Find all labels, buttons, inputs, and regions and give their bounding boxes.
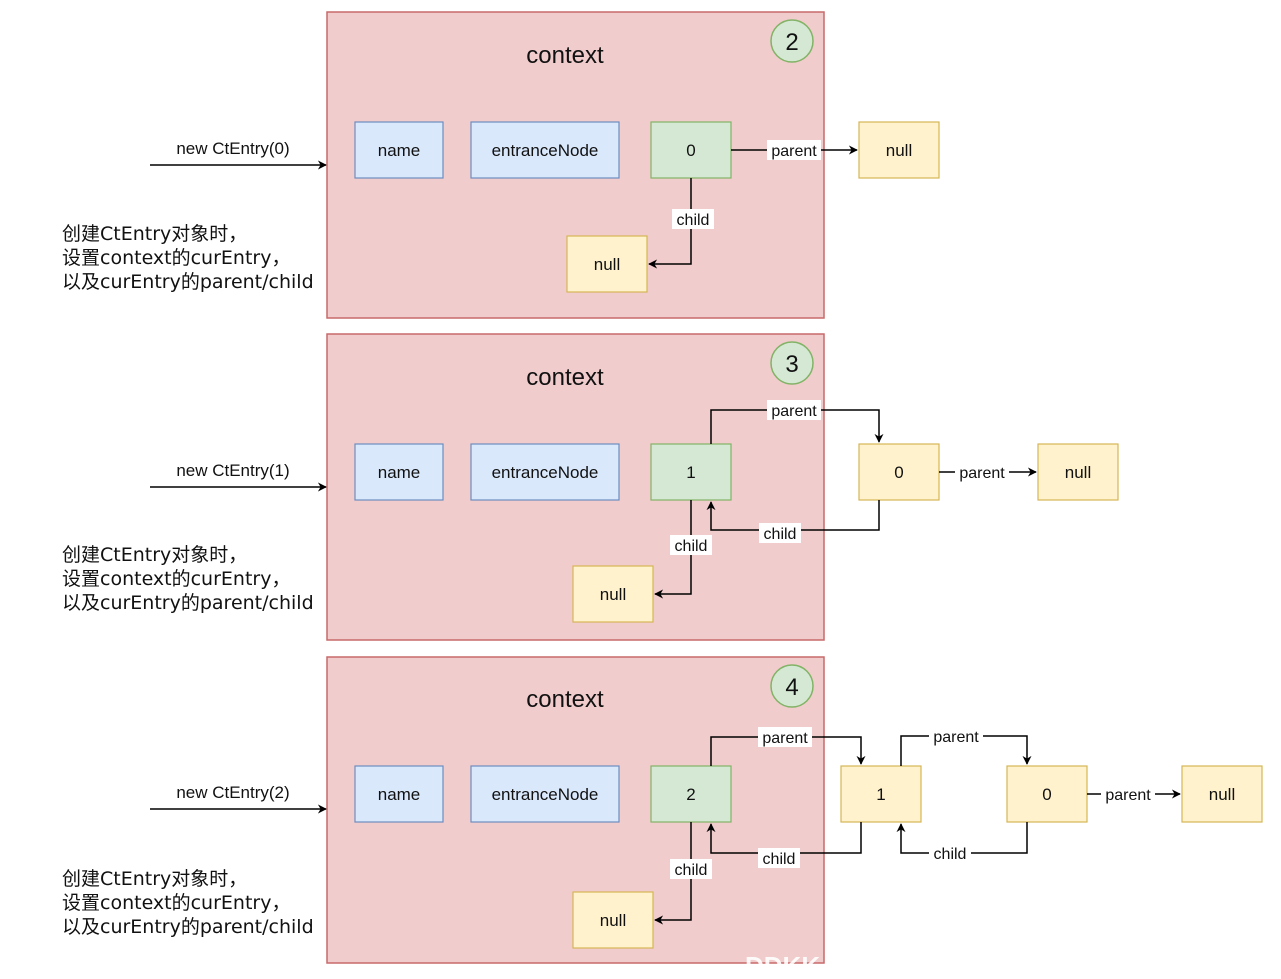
- watermark: DDKK: [745, 951, 820, 979]
- step-number: 2: [785, 29, 798, 56]
- parent-null-box: [1181, 765, 1263, 823]
- constructor-call-label: new CtEntry(1): [176, 461, 289, 480]
- panel-step-2: context 2 new CtEntry(0) 创建CtEntry对象时， 设…: [62, 11, 940, 319]
- name-box: [354, 443, 444, 501]
- panel-step-4: context 4 new CtEntry(2) 创建CtEntry对象时， 设…: [62, 656, 1263, 964]
- child-null-label: null: [594, 255, 620, 274]
- child-null-label: null: [600, 585, 626, 604]
- constructor-call-label: new CtEntry(0): [176, 139, 289, 158]
- step-number: 3: [785, 351, 798, 378]
- cur-entry-box: [650, 121, 732, 179]
- child-edge-label-bg: [670, 859, 712, 879]
- note-line-3: 以及curEntry的parent/child: [62, 271, 314, 293]
- outer-parent-edge-label-bg: [955, 462, 1009, 482]
- last-parent-edge-label-bg: [1101, 784, 1155, 804]
- child-null-box: [566, 235, 648, 293]
- parent-edge-label: parent: [762, 730, 808, 747]
- cur-entry-label: 2: [686, 785, 695, 804]
- context-title: context: [526, 686, 604, 713]
- name-box-label: name: [378, 141, 421, 160]
- back-child-edge-label: child: [763, 851, 796, 868]
- note-line-2: 设置context的curEntry，: [62, 568, 290, 590]
- parent-entry-label: 0: [894, 463, 903, 482]
- note-line-1: 创建CtEntry对象时，: [62, 223, 247, 245]
- child-edge: [648, 178, 692, 269]
- child-null-box: [572, 891, 654, 949]
- note-line-2: 设置context的curEntry，: [62, 892, 290, 914]
- cur-entry-box: [650, 443, 732, 501]
- child-edge: [654, 500, 692, 599]
- child-edge-label: child: [675, 538, 708, 555]
- step-badge: [770, 19, 814, 63]
- name-box-label: name: [378, 463, 421, 482]
- step-number: 4: [785, 674, 798, 701]
- grandparent-entry-box: [1006, 765, 1088, 823]
- parent-edge-label: parent: [771, 143, 817, 160]
- name-box: [354, 121, 444, 179]
- parent-entry-box: [840, 765, 922, 823]
- entrance-node-label: entranceNode: [492, 463, 599, 482]
- parent-null-box: [1037, 443, 1119, 501]
- child-edge-label-bg: [672, 209, 714, 229]
- child-null-label: null: [600, 911, 626, 930]
- parent-edge-label-bg: [758, 727, 812, 747]
- parent-null-label: null: [886, 141, 912, 160]
- cur-entry-label: 1: [686, 463, 695, 482]
- parent-entry-box: [858, 443, 940, 501]
- note-line-2: 设置context的curEntry，: [62, 247, 290, 269]
- entrance-node-label: entranceNode: [492, 785, 599, 804]
- note-line-3: 以及curEntry的parent/child: [62, 592, 314, 614]
- grandparent-entry-label: 0: [1042, 785, 1051, 804]
- entrance-node-box: [470, 121, 620, 179]
- constructor-call-label: new CtEntry(2): [176, 783, 289, 802]
- name-box-label: name: [378, 785, 421, 804]
- outer-parent-edge-label: parent: [959, 465, 1005, 482]
- note-line-1: 创建CtEntry对象时，: [62, 868, 247, 890]
- outer-child-edge-label-bg: [929, 843, 971, 863]
- parent-edge-label: parent: [771, 403, 817, 420]
- parent-entry-label: 1: [876, 785, 885, 804]
- child-null-box: [572, 565, 654, 623]
- child-edge-label: child: [675, 862, 708, 879]
- child-edge-label: child: [677, 212, 710, 229]
- parent-edge-label-bg: [767, 400, 821, 420]
- child-edge: [654, 822, 692, 925]
- step-badge: [770, 341, 814, 385]
- panel-step-3: context 3 new CtEntry(1) 创建CtEntry对象时， 设…: [62, 333, 1119, 641]
- cur-entry-label: 0: [686, 141, 695, 160]
- context-title: context: [526, 42, 604, 69]
- parent-null-label: null: [1065, 463, 1091, 482]
- parent-edge-label-bg: [767, 140, 821, 160]
- entrance-node-box: [470, 765, 620, 823]
- outer-child-edge-label: child: [934, 846, 967, 863]
- back-child-edge-label-bg: [759, 523, 801, 543]
- back-child-edge-label-bg: [758, 848, 800, 868]
- name-box: [354, 765, 444, 823]
- entrance-node-label: entranceNode: [492, 141, 599, 160]
- entrance-node-box: [470, 443, 620, 501]
- step-badge: [770, 664, 814, 708]
- note-line-1: 创建CtEntry对象时，: [62, 544, 247, 566]
- cur-entry-box: [650, 765, 732, 823]
- outer-parent-edge-label-bg: [929, 726, 983, 746]
- back-child-edge-label: child: [764, 526, 797, 543]
- note-line-3: 以及curEntry的parent/child: [62, 916, 314, 938]
- child-edge-label-bg: [670, 535, 712, 555]
- parent-null-box: [858, 121, 940, 179]
- parent-null-label: null: [1209, 785, 1235, 804]
- context-title: context: [526, 364, 604, 391]
- outer-parent-edge-label: parent: [933, 729, 979, 746]
- last-parent-edge-label: parent: [1105, 787, 1151, 804]
